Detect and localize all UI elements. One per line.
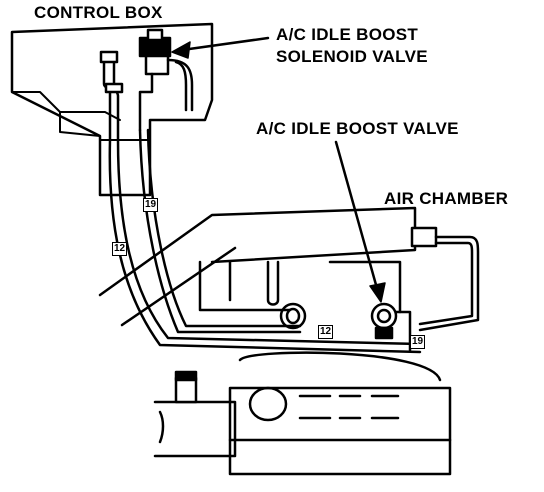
air-chamber-label: AIR CHAMBER <box>384 189 509 208</box>
hose-tag-19-lower: 19 <box>410 335 426 349</box>
boost-valve-pointer-arrow <box>334 140 386 303</box>
solenoid-label-line1: A/C IDLE BOOST <box>276 25 419 44</box>
left-hose-upper <box>99 50 124 142</box>
hose-tag-12-lower: 12 <box>318 325 334 339</box>
boost-valve-label: A/C IDLE BOOST VALVE <box>256 119 459 138</box>
hose-tag-19-upper: 19 <box>143 198 159 212</box>
solenoid-label-line2: SOLENOID VALVE <box>276 47 428 66</box>
solenoid-valve-shape <box>138 28 194 132</box>
air-chamber-shape <box>410 226 480 332</box>
air-cleaner-housing <box>153 351 452 476</box>
solenoid-pointer-arrow <box>171 36 270 59</box>
hose-tag-12-left: 12 <box>112 242 128 256</box>
intake-manifold <box>98 206 417 330</box>
control-box-label: CONTROL BOX <box>34 3 163 22</box>
